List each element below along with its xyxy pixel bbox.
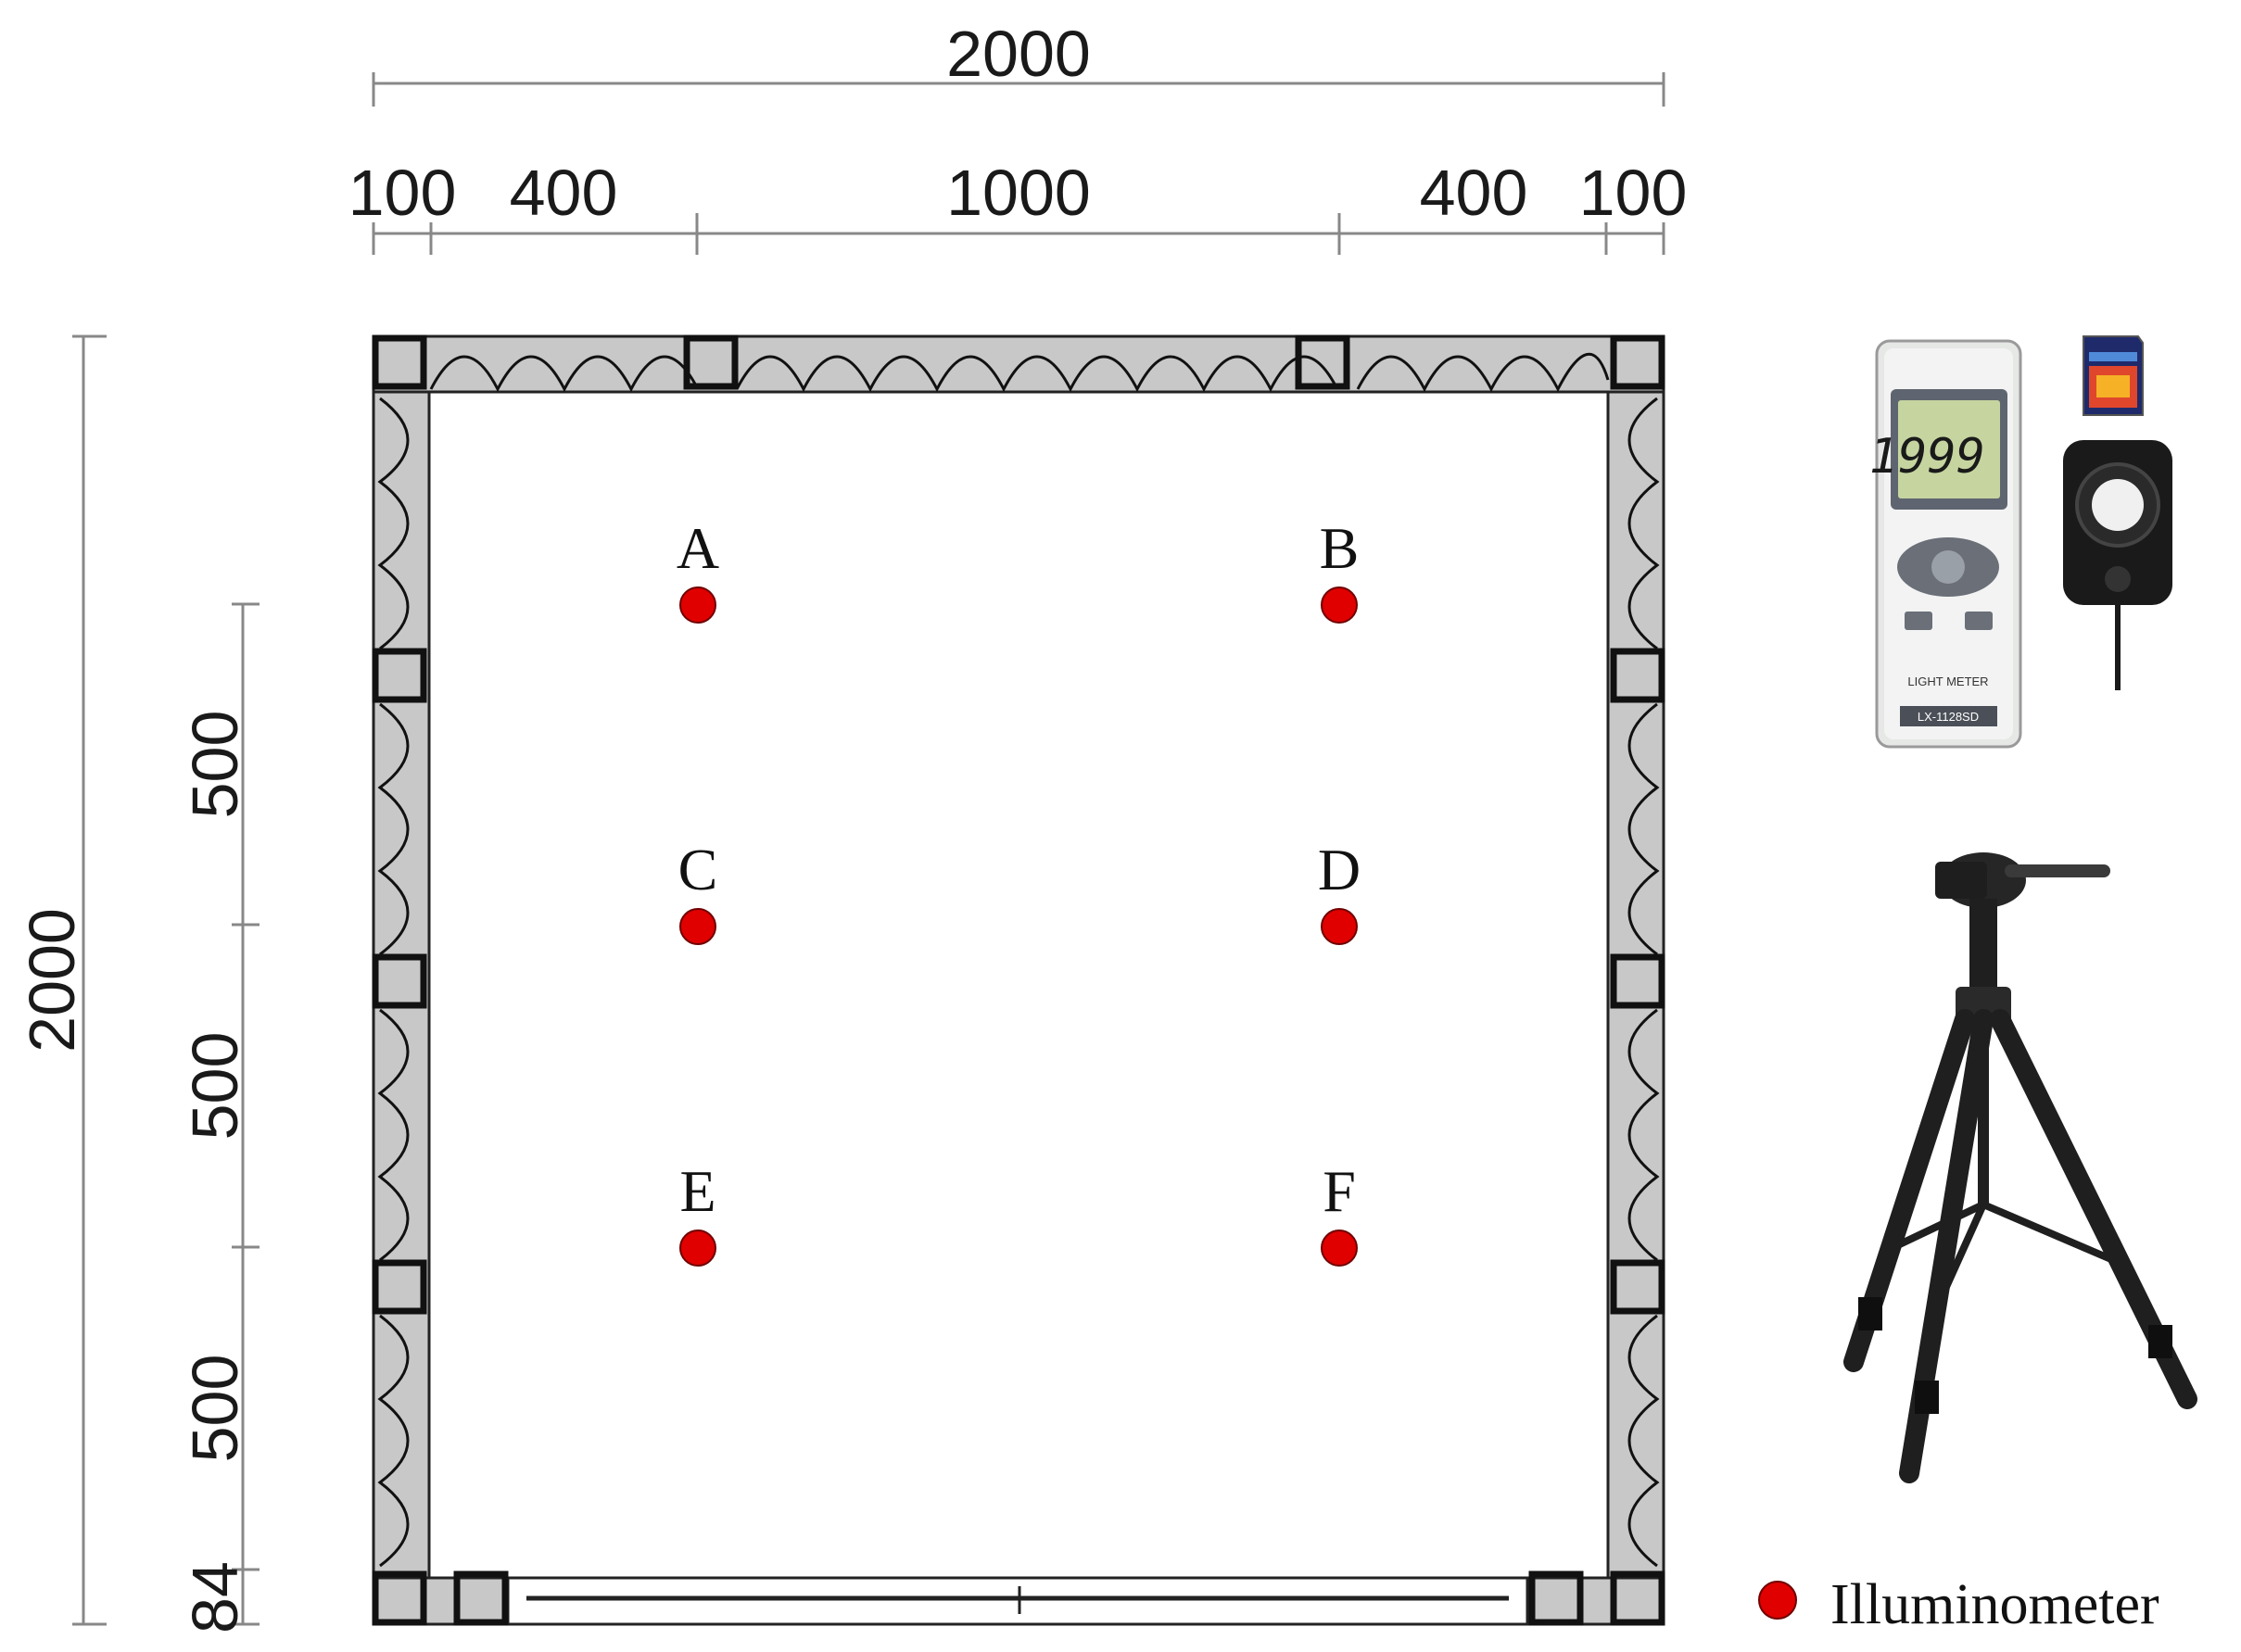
illuminometer-dot-e xyxy=(679,1230,716,1267)
width-segment-3: 1000 xyxy=(946,157,1091,229)
illuminometer-dot-a xyxy=(679,586,716,624)
meter-model: LX-1128SD xyxy=(1918,710,1979,724)
legend-dot-icon xyxy=(1758,1581,1797,1620)
width-segment-4: 400 xyxy=(1420,157,1528,229)
point-label-e: E xyxy=(679,1158,715,1224)
height-segment-1: 500 xyxy=(179,711,251,819)
legend-label: Illuminometer xyxy=(1830,1573,2159,1636)
room-walls xyxy=(372,334,1665,1626)
light-meter-icon: 1999 LIGHT METER LX-1128SD xyxy=(1869,339,2022,749)
meter-caption: LIGHT METER xyxy=(1907,675,1988,688)
structural-posts xyxy=(372,334,1665,1626)
total-height-label: 2000 xyxy=(16,908,88,1053)
meter-display-text: 1999 xyxy=(1869,429,1985,485)
sd-card-icon xyxy=(2083,335,2144,416)
illuminometer-dot-b xyxy=(1321,586,1358,624)
left-dimensions xyxy=(72,334,260,1626)
point-label-a: A xyxy=(677,515,719,581)
measurement-point-b: B xyxy=(1320,515,1360,624)
illuminometer-dot-c xyxy=(679,908,716,945)
illuminometer-dot-f xyxy=(1321,1230,1358,1267)
top-dimensions xyxy=(372,72,1665,255)
tripod-icon xyxy=(1843,852,2197,1483)
light-sensor-icon xyxy=(2063,440,2172,690)
width-segment-5: 100 xyxy=(1579,157,1688,229)
door-opening xyxy=(506,1576,1529,1626)
height-segment-3: 500 xyxy=(179,1355,251,1463)
total-width-label: 2000 xyxy=(946,18,1091,90)
height-segment-2: 500 xyxy=(179,1032,251,1141)
point-label-c: C xyxy=(678,837,718,902)
measurement-point-d: D xyxy=(1318,837,1361,945)
measurement-point-c: C xyxy=(678,837,718,945)
measurement-point-a: A xyxy=(677,515,719,624)
height-segment-4: 84 xyxy=(179,1561,251,1633)
wall-insulation-pattern xyxy=(377,352,1660,1568)
legend: Illuminometer xyxy=(1758,1573,2159,1636)
width-segment-2: 400 xyxy=(510,157,618,229)
width-segment-1: 100 xyxy=(348,157,457,229)
measurement-point-e: E xyxy=(679,1158,716,1267)
illuminometer-dot-d xyxy=(1321,908,1358,945)
measurement-point-f: F xyxy=(1321,1158,1358,1267)
point-label-b: B xyxy=(1320,515,1360,581)
point-label-f: F xyxy=(1323,1158,1356,1224)
point-label-d: D xyxy=(1318,837,1361,902)
